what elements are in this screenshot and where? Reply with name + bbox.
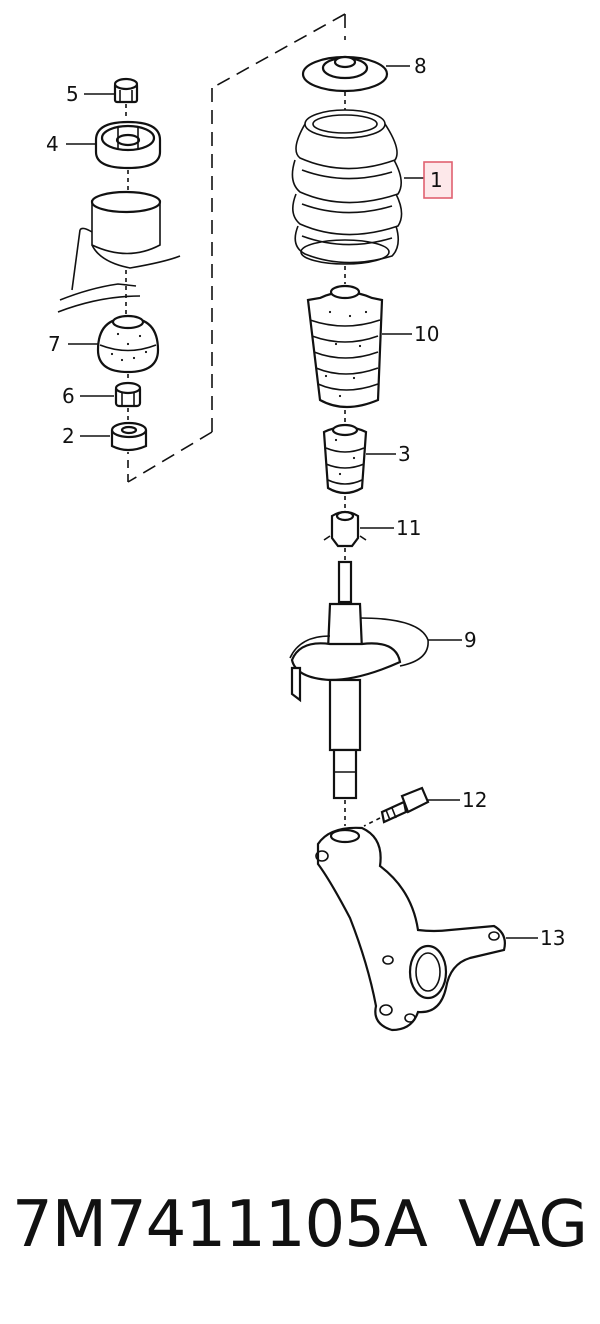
part-13-steering-knuckle [315,826,506,1032]
callout-1: 1 [430,168,443,192]
dashed-frame [127,13,346,483]
callout-9: 9 [464,628,477,652]
callout-10: 10 [414,322,439,346]
part-3-bump-stop [322,423,368,495]
footer-caption: 7M7411105A VAG [0,1180,600,1280]
brand-name: VAG [458,1188,588,1262]
part-number: 7M7411105A [12,1188,428,1262]
callout-5: 5 [66,82,79,106]
part-9-strut-damper [289,560,429,800]
part-5-nut [113,77,139,104]
callout-11: 11 [396,516,421,540]
part-7-rubber-mount [96,314,160,374]
callout-13: 13 [540,926,565,950]
highlight-box [423,161,453,199]
part-12-bolt [380,786,430,824]
strut-tower-body [57,190,181,313]
callout-3: 3 [398,442,411,466]
callout-7: 7 [48,332,61,356]
part-1-coil-spring [291,109,403,265]
part-2-spacer [110,421,148,452]
part-11-bump-stop-cup [323,510,367,548]
leader-lines [66,65,538,939]
part-8-spring-seat [301,55,389,93]
callout-12: 12 [462,788,487,812]
part-6-nut [114,381,142,408]
callout-8: 8 [414,54,427,78]
callout-2: 2 [62,424,75,448]
suspension-exploded-diagram: 5 4 7 6 2 8 1 10 3 11 9 12 13 [46,13,565,1032]
callout-6: 6 [62,384,75,408]
part-4-bearing-washer [94,120,162,170]
part-10-dust-boot [306,284,384,409]
callout-4: 4 [46,132,59,156]
